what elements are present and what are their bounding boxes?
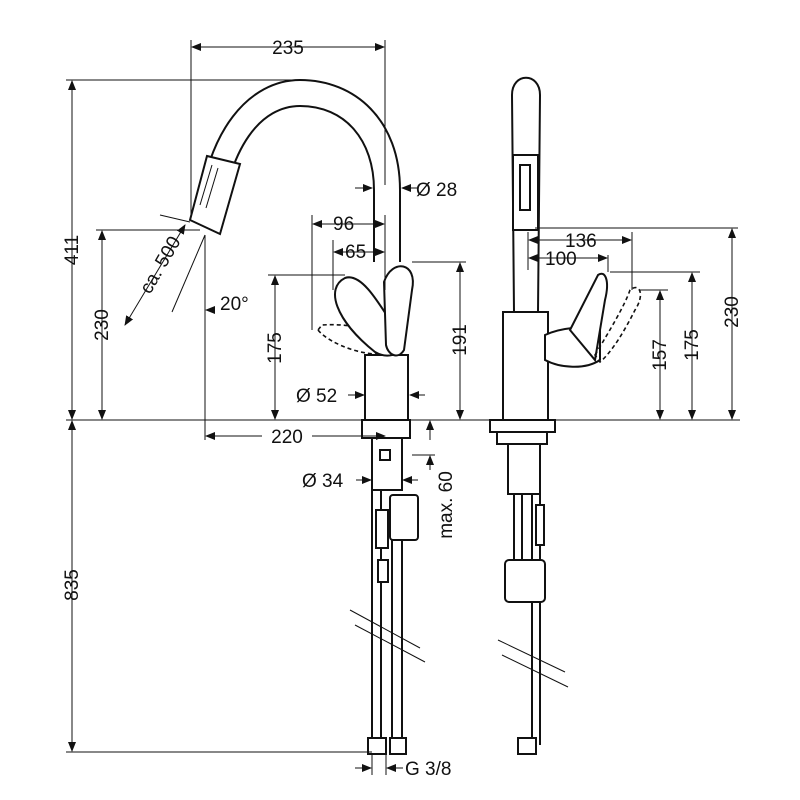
front-dim-100: 100 bbox=[545, 249, 577, 270]
shank bbox=[371, 437, 403, 491]
front-dim-157: 157 bbox=[650, 339, 671, 371]
connector-right bbox=[389, 737, 407, 755]
front-dim-136: 136 bbox=[565, 231, 597, 252]
dim-angle-20: 20° bbox=[220, 294, 249, 315]
front-dim-230: 230 bbox=[722, 296, 743, 328]
dim-235: 235 bbox=[272, 38, 304, 59]
dim-max-60: max. 60 bbox=[436, 471, 457, 539]
dim-diameter-52: Ø 52 bbox=[296, 386, 337, 407]
dim-230: 230 bbox=[92, 309, 113, 341]
front-shank bbox=[507, 443, 541, 495]
dim-411: 411 bbox=[62, 235, 83, 265]
dim-g-3-8: G 3/8 bbox=[405, 759, 451, 780]
front-view-faucet bbox=[489, 76, 642, 755]
side-view-faucet bbox=[188, 78, 426, 755]
dim-175: 175 bbox=[265, 332, 286, 364]
spout-inner bbox=[219, 104, 375, 262]
front-dim-175: 175 bbox=[682, 329, 703, 361]
side-view-dimensions: 235 Ø 28 411 230 ca. 500 20° 96 65 175 1… bbox=[62, 38, 471, 780]
dim-ca-500: ca. 500 bbox=[136, 233, 185, 297]
break-mark bbox=[349, 609, 421, 649]
dim-diameter-28: Ø 28 bbox=[416, 180, 457, 201]
dim-835: 835 bbox=[62, 569, 83, 601]
hose-weight bbox=[389, 494, 419, 541]
front-view-dimensions: 230 136 100 175 157 bbox=[527, 227, 743, 420]
dim-65: 65 bbox=[345, 242, 366, 263]
front-lever-alt-position bbox=[594, 286, 642, 364]
faucet-body bbox=[364, 354, 409, 421]
connector-left bbox=[367, 737, 387, 755]
dim-96: 96 bbox=[333, 214, 354, 235]
front-body bbox=[502, 311, 549, 421]
dim-diameter-34: Ø 34 bbox=[302, 471, 344, 492]
front-hose-weight bbox=[504, 559, 546, 603]
dim-220: 220 bbox=[271, 427, 303, 448]
dim-191: 191 bbox=[450, 324, 471, 356]
lever-alt-position bbox=[316, 323, 396, 356]
spray-head bbox=[188, 154, 242, 236]
lever-cap bbox=[382, 265, 414, 357]
